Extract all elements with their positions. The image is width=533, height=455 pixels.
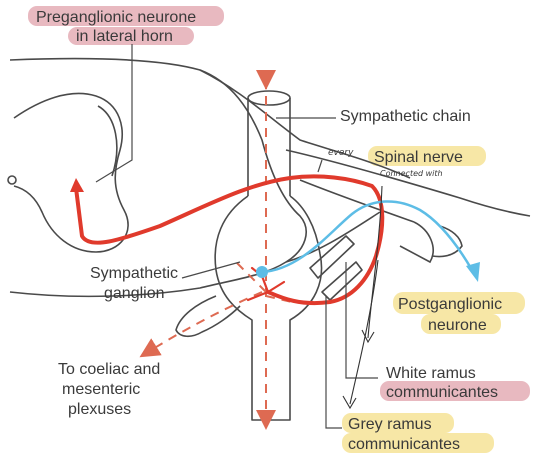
note-every: every [328,148,354,158]
label-spinal-nerve: Spinal nerve [374,149,463,166]
label-postganglionic-1: Postganglionic [398,296,502,313]
chain-top [248,91,290,105]
label-white-ramus-2: communicantes [386,384,498,401]
spinal-cord [8,59,410,297]
handwritten-arrows [343,186,382,408]
label-coeliac-1: To coeliac and [58,361,160,378]
label-coeliac-2: mesenteric [62,381,140,398]
label-postganglionic-2: neurone [428,317,487,334]
label-sympathetic-ganglion-1: Sympathetic [90,265,178,282]
spinal-nerve-ventral-branch [400,222,433,262]
label-coeliac-3: plexuses [68,401,131,418]
synapse-branch-c [268,282,284,292]
label-white-ramus-1: White ramus [386,365,476,382]
leader-spinal-nerve [318,160,322,172]
leader-grey-ramus [326,296,342,428]
label-grey-ramus-1: Grey ramus [348,416,432,433]
label-grey-ramus-2: communicantes [348,436,460,453]
leader-preganglionic [96,44,132,182]
label-sympathetic-chain: Sympathetic chain [340,108,471,125]
note-connected-with: Connected with [380,169,443,178]
sympathetic-chain [176,91,362,420]
leader-sympathetic-ganglion [182,262,240,278]
label-sympathetic-ganglion-2: ganglion [104,285,165,302]
spinal-cord-outline [10,59,306,297]
label-preganglionic-2: in lateral horn [76,28,173,45]
preganglionic-arrowhead [70,178,84,192]
grey-matter-horn [98,106,117,176]
label-preganglionic-1: Preganglionic neurone [36,9,196,26]
spinal-nerve-stump [432,226,462,257]
postganglionic-axon [262,201,472,272]
ventral-root [286,212,380,262]
central-canal [8,176,16,184]
dashed-pathways [148,80,292,420]
handwritten-arrowhead-2 [343,396,356,408]
